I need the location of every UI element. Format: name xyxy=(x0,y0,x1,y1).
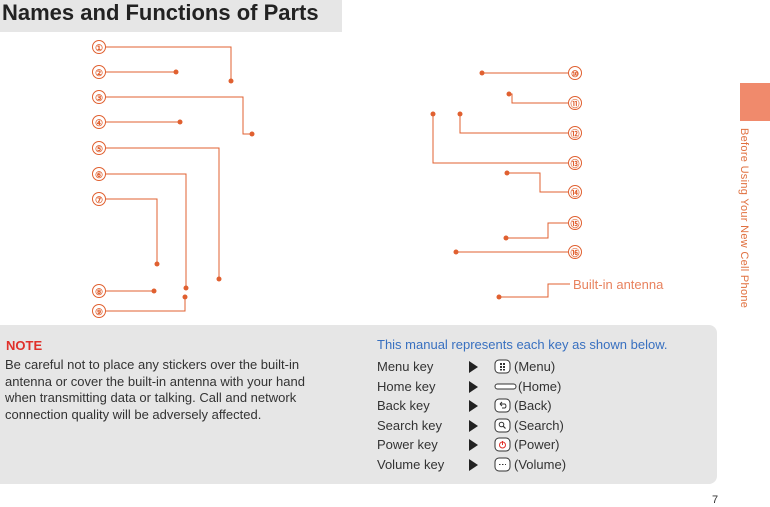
section-tab-label: Before Using Your New Cell Phone xyxy=(738,128,750,309)
key-name: Back key xyxy=(377,398,430,413)
page-number: 7 xyxy=(712,494,719,506)
arrow-icon xyxy=(469,400,478,412)
key-desc: (Power) xyxy=(514,437,560,452)
key-name: Home key xyxy=(377,379,436,394)
callout-8: ⑧ xyxy=(92,284,106,298)
callout-13: ⑬ xyxy=(568,156,582,170)
key-desc: (Home) xyxy=(518,379,562,394)
key-desc: (Menu) xyxy=(514,359,556,374)
arrow-icon xyxy=(469,439,478,451)
callout-2: ② xyxy=(92,65,106,79)
home-key-icon xyxy=(494,379,518,398)
callout-5: ⑤ xyxy=(92,141,106,155)
key-desc: (Search) xyxy=(514,418,564,433)
key-name: Power key xyxy=(377,437,438,452)
arrow-icon xyxy=(469,381,478,393)
note-heading: NOTE xyxy=(6,338,43,353)
callout-3: ③ xyxy=(92,90,106,104)
callout-14: ⑭ xyxy=(568,185,582,199)
search-key-icon xyxy=(494,418,512,437)
callout-1: ① xyxy=(92,40,106,54)
key-desc: (Back) xyxy=(514,398,552,413)
title-bar xyxy=(0,0,342,32)
callout-9: ⑨ xyxy=(92,304,106,318)
arrow-icon xyxy=(469,459,478,471)
menu-key-icon xyxy=(494,359,512,378)
page-title: Names and Functions of Parts xyxy=(2,0,319,25)
callout-11: ⑪ xyxy=(568,96,582,110)
callout-12: ⑫ xyxy=(568,126,582,140)
callout-6: ⑥ xyxy=(92,167,106,181)
key-name: Search key xyxy=(377,418,443,433)
callout-15: ⑮ xyxy=(568,216,582,230)
callout-16: ⑯ xyxy=(568,245,582,259)
callout-7: ⑦ xyxy=(92,192,106,206)
key-desc: (Volume) xyxy=(514,457,567,472)
keys-intro: This manual represents each key as shown… xyxy=(377,337,668,352)
key-name: Volume key xyxy=(377,457,445,472)
info-panel xyxy=(0,325,717,484)
arrow-icon xyxy=(469,361,478,373)
volume-key-icon xyxy=(494,457,512,476)
arrow-icon xyxy=(469,420,478,432)
power-key-icon xyxy=(494,437,512,456)
callout-10: ⑩ xyxy=(568,66,582,80)
back-key-icon xyxy=(494,398,512,417)
antenna-label: Built-in antenna xyxy=(573,277,664,292)
section-tab xyxy=(740,83,770,121)
note-body: Be careful not to place any stickers ove… xyxy=(5,357,305,422)
callout-4: ④ xyxy=(92,115,106,129)
key-name: Menu key xyxy=(377,359,434,374)
